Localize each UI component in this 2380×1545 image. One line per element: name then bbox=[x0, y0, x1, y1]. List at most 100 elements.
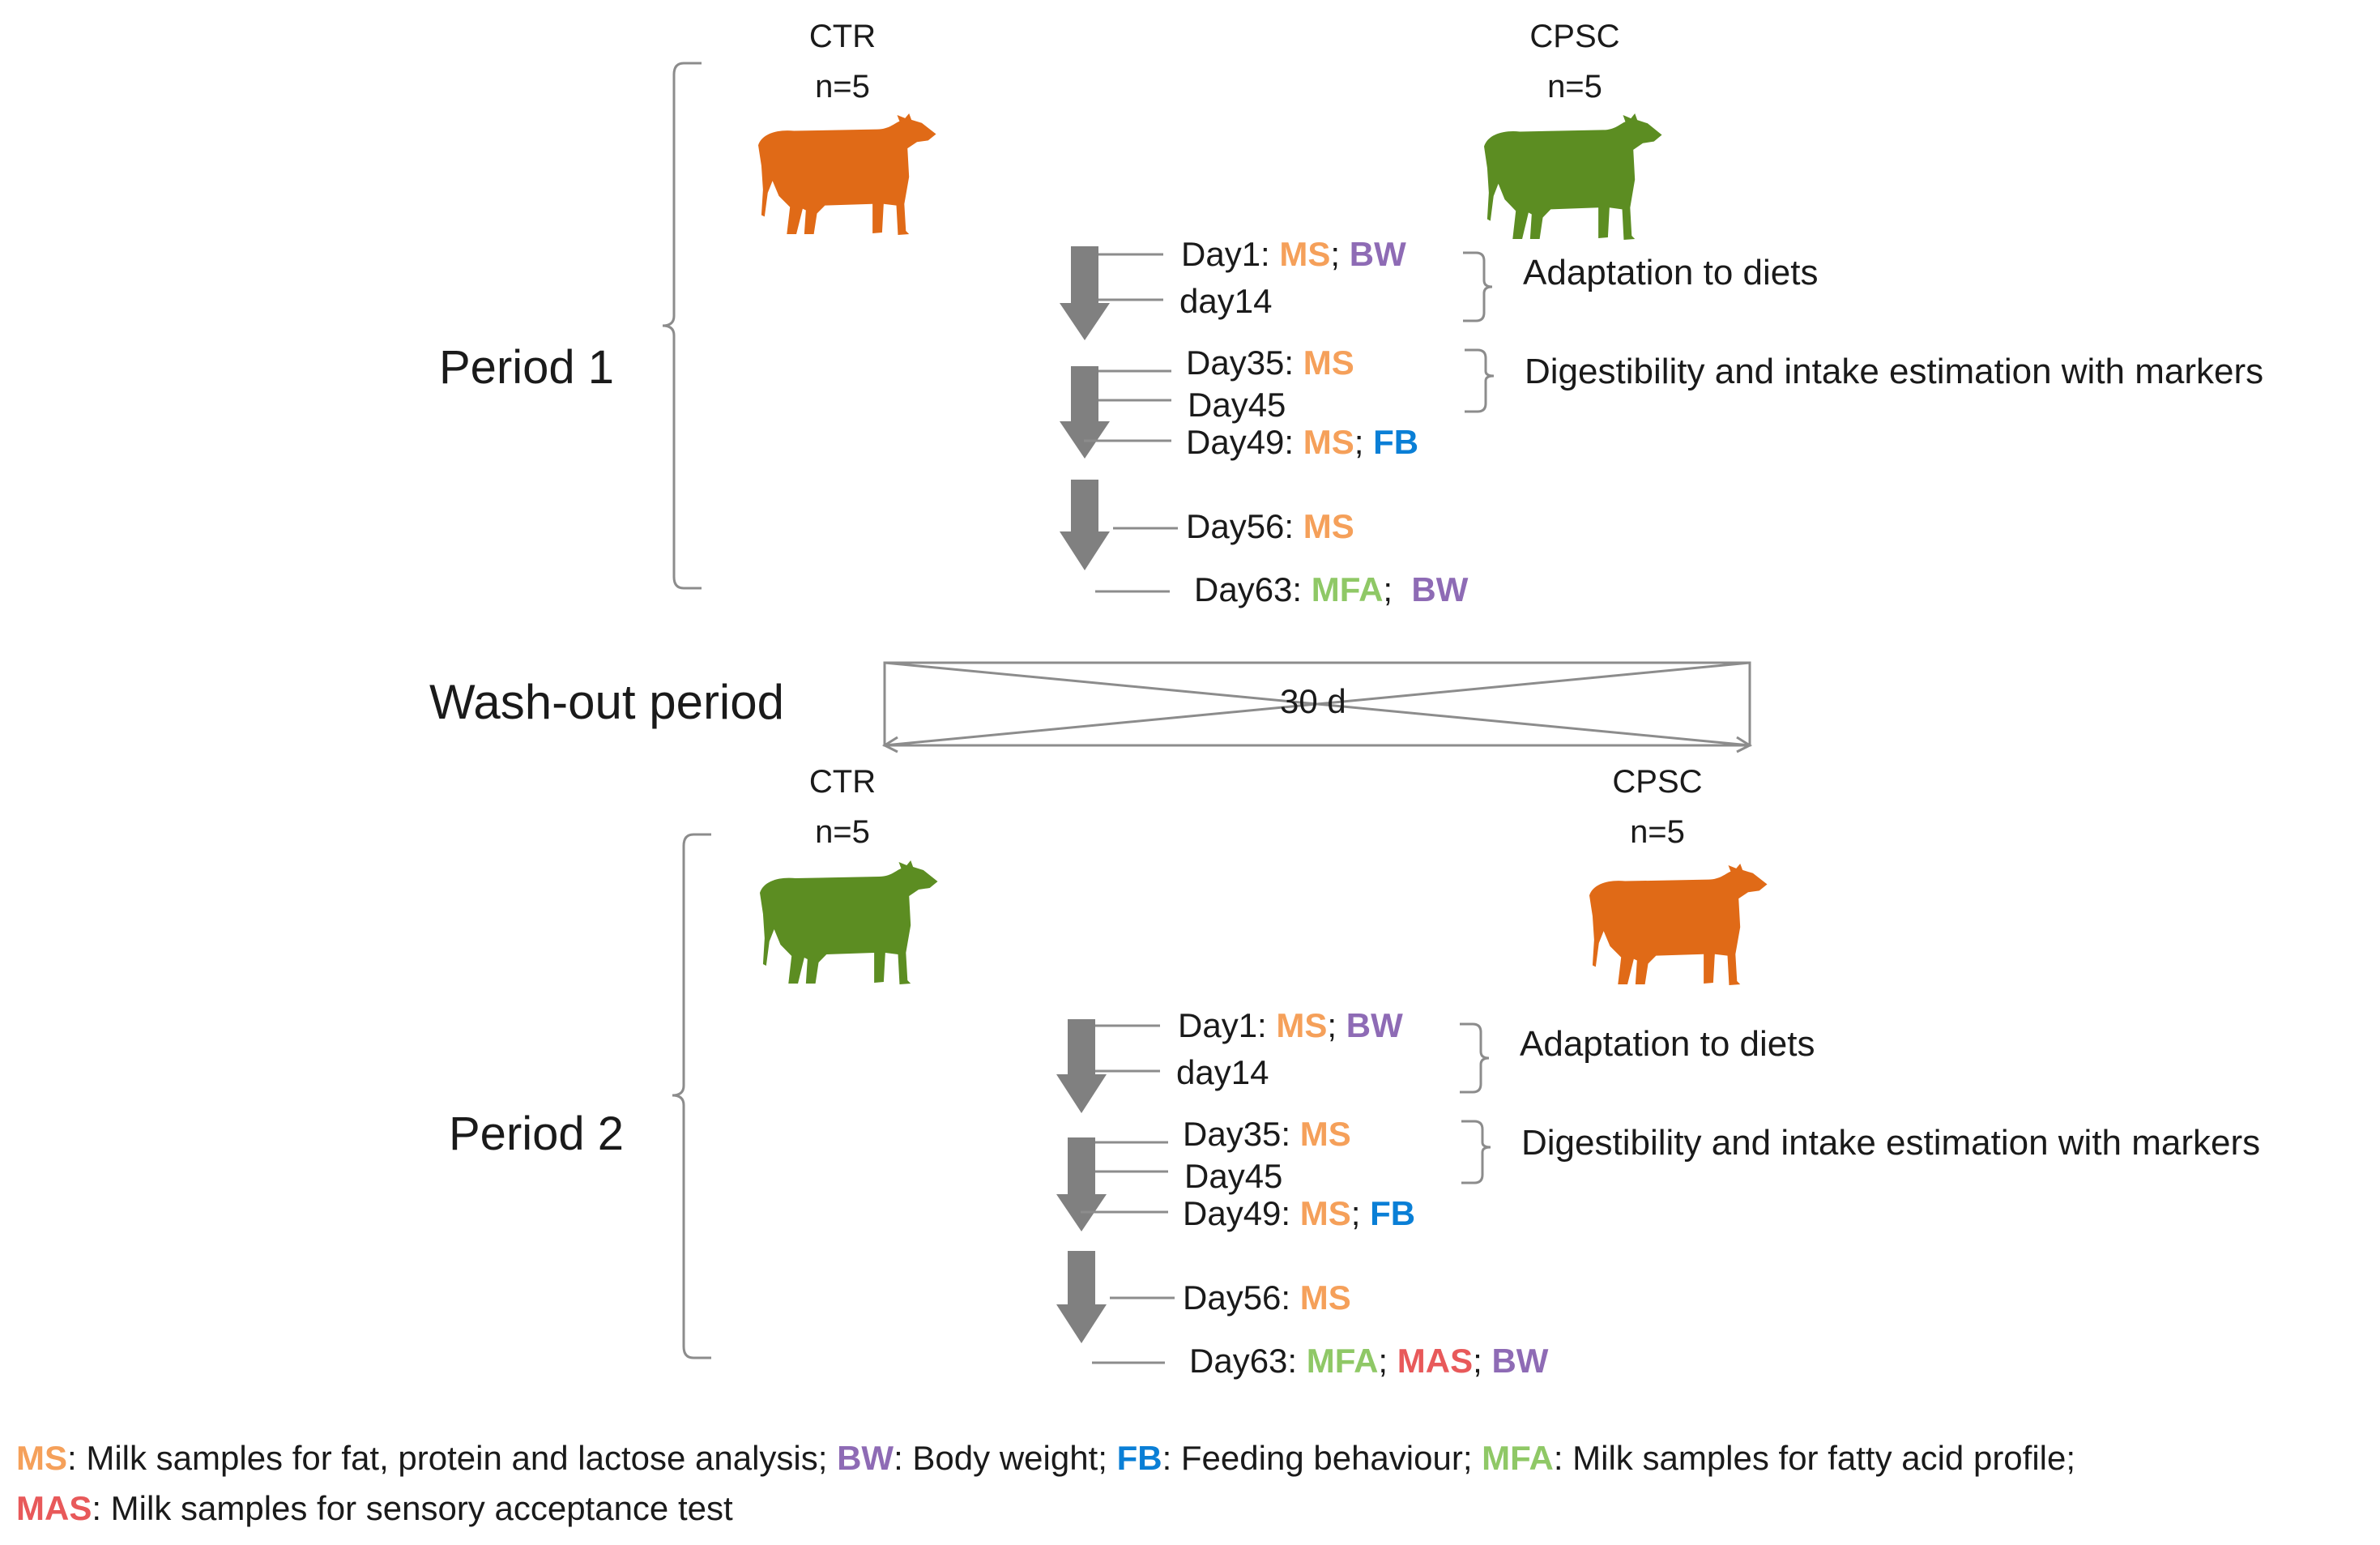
period2-day56: Day56: MS bbox=[1183, 1278, 1351, 1317]
period1-arrow-1 bbox=[1060, 246, 1110, 340]
period1-day49: Day49: MS; FB bbox=[1186, 423, 1418, 462]
separator: ; bbox=[1330, 235, 1350, 273]
legend-fb-text: : Feeding behaviour; bbox=[1162, 1439, 1482, 1477]
period1-day35: Day35: MS bbox=[1186, 344, 1354, 382]
period1-cpsc-group: CPSC n=5 bbox=[1494, 11, 1656, 112]
washout-box bbox=[881, 661, 1753, 753]
period2-ctr-cow-icon bbox=[760, 860, 938, 984]
ms-tag: MS bbox=[1279, 235, 1331, 273]
group-name: CPSC bbox=[1529, 19, 1620, 54]
period1-arrows bbox=[1060, 246, 1110, 570]
day-label: Day63: bbox=[1194, 570, 1312, 608]
period1-day14: day14 bbox=[1179, 282, 1273, 320]
day-label: Day49: bbox=[1183, 1194, 1300, 1232]
period2-adaptation-label: Adaptation to diets bbox=[1520, 1024, 1815, 1064]
washout-duration: 30 d bbox=[1280, 682, 1346, 720]
period2-bracket bbox=[672, 833, 711, 1359]
washout-label: Wash-out period bbox=[429, 675, 784, 729]
period1-arrow-3 bbox=[1060, 480, 1110, 570]
day-label: Day35: bbox=[1183, 1115, 1300, 1153]
day-label: Day63: bbox=[1189, 1342, 1307, 1380]
legend-fb-abbr: FB bbox=[1116, 1439, 1162, 1477]
legend-line-1: MS: Milk samples for fat, protein and la… bbox=[16, 1439, 2075, 1478]
period1-ctr-cow-icon bbox=[758, 113, 936, 235]
legend-bw-abbr: BW bbox=[837, 1439, 894, 1477]
period1-bracket bbox=[662, 62, 702, 590]
period1-day1: Day1: MS; BW bbox=[1181, 235, 1406, 274]
group-name: CTR bbox=[808, 764, 877, 800]
ms-tag: MS bbox=[1299, 1115, 1351, 1153]
separator: ; bbox=[1383, 570, 1412, 608]
legend-mas-abbr: MAS bbox=[16, 1489, 92, 1527]
bw-tag: BW bbox=[1346, 1006, 1403, 1044]
period2-cpsc-group: CPSC n=5 bbox=[1576, 757, 1738, 857]
mfa-tag: MFA bbox=[1306, 1342, 1379, 1380]
period2-label: Period 2 bbox=[449, 1108, 625, 1160]
period2-phase-braces bbox=[1460, 1022, 1491, 1184]
bw-tag: BW bbox=[1491, 1342, 1549, 1380]
separator: ; bbox=[1350, 1194, 1371, 1232]
period2-day63: Day63: MFA; MAS; BW bbox=[1189, 1342, 1548, 1381]
day-label: Day56: bbox=[1183, 1278, 1300, 1317]
period2-ctr-group: CTR n=5 bbox=[761, 757, 923, 857]
period1-day56: Day56: MS bbox=[1186, 507, 1354, 546]
separator: ; bbox=[1327, 1006, 1346, 1044]
separator: ; bbox=[1378, 1342, 1397, 1380]
period1-cpsc-cow-icon bbox=[1484, 113, 1662, 241]
legend-bw-text: : Body weight; bbox=[894, 1439, 1117, 1477]
period1-phase-braces bbox=[1463, 251, 1495, 413]
period2-day14: day14 bbox=[1176, 1053, 1269, 1091]
period2-cpsc-cow-icon bbox=[1589, 864, 1768, 985]
period1-adaptation-label: Adaptation to diets bbox=[1523, 253, 1819, 292]
group-size: n=5 bbox=[1547, 69, 1602, 105]
legend-ms-text: : Milk samples for fat, protein and lact… bbox=[67, 1439, 838, 1477]
legend-line-2: MAS: Milk samples for sensory acceptance… bbox=[16, 1489, 733, 1528]
ms-tag: MS bbox=[1299, 1194, 1351, 1232]
ms-tag: MS bbox=[1303, 423, 1354, 461]
mas-tag: MAS bbox=[1397, 1342, 1474, 1380]
fb-tag: FB bbox=[1373, 423, 1419, 461]
period2-day49: Day49: MS; FB bbox=[1183, 1194, 1415, 1233]
day-label: Day1: bbox=[1181, 235, 1280, 273]
fb-tag: FB bbox=[1370, 1194, 1416, 1232]
group-size: n=5 bbox=[815, 814, 870, 850]
group-size: n=5 bbox=[815, 69, 870, 105]
period1-day45: Day45 bbox=[1188, 386, 1286, 424]
period2-day35: Day35: MS bbox=[1183, 1115, 1351, 1154]
bw-tag: BW bbox=[1411, 570, 1469, 608]
day-label: Day35: bbox=[1186, 344, 1303, 382]
period2-arrow-2 bbox=[1056, 1137, 1107, 1231]
period1-day63: Day63: MFA; BW bbox=[1194, 570, 1468, 609]
ms-tag: MS bbox=[1303, 344, 1354, 382]
bw-tag: BW bbox=[1349, 235, 1406, 273]
day-label: Day49: bbox=[1186, 423, 1303, 461]
ms-tag: MS bbox=[1303, 507, 1354, 545]
period2-arrows bbox=[1056, 1019, 1107, 1343]
period1-arrow-2 bbox=[1060, 366, 1110, 459]
period2-arrow-3 bbox=[1056, 1251, 1107, 1343]
period2-day45: Day45 bbox=[1184, 1157, 1283, 1195]
ms-tag: MS bbox=[1276, 1006, 1328, 1044]
period1-digestibility-label: Digestibility and intake estimation with… bbox=[1525, 352, 2264, 391]
mfa-tag: MFA bbox=[1311, 570, 1384, 608]
legend-ms-abbr: MS bbox=[16, 1439, 67, 1477]
period2-connectors bbox=[1081, 1024, 1175, 1364]
legend-mfa-text: : Milk samples for fatty acid profile; bbox=[1553, 1439, 2076, 1477]
day-label: Day1: bbox=[1178, 1006, 1277, 1044]
period1-label: Period 1 bbox=[439, 341, 615, 394]
group-size: n=5 bbox=[1630, 814, 1685, 850]
day-label: Day56: bbox=[1186, 507, 1303, 545]
group-name: CTR bbox=[808, 19, 877, 54]
period2-digestibility-label: Digestibility and intake estimation with… bbox=[1521, 1123, 2261, 1163]
period1-connectors bbox=[1084, 253, 1178, 593]
period1-ctr-group: CTR n=5 bbox=[761, 11, 923, 112]
legend-mfa-abbr: MFA bbox=[1482, 1439, 1554, 1477]
ms-tag: MS bbox=[1299, 1278, 1351, 1317]
separator: ; bbox=[1473, 1342, 1492, 1380]
group-name: CPSC bbox=[1612, 764, 1703, 800]
period2-arrow-1 bbox=[1056, 1019, 1107, 1113]
period2-day1: Day1: MS; BW bbox=[1178, 1006, 1403, 1045]
separator: ; bbox=[1354, 423, 1374, 461]
legend-mas-text: : Milk samples for sensory acceptance te… bbox=[92, 1489, 733, 1527]
